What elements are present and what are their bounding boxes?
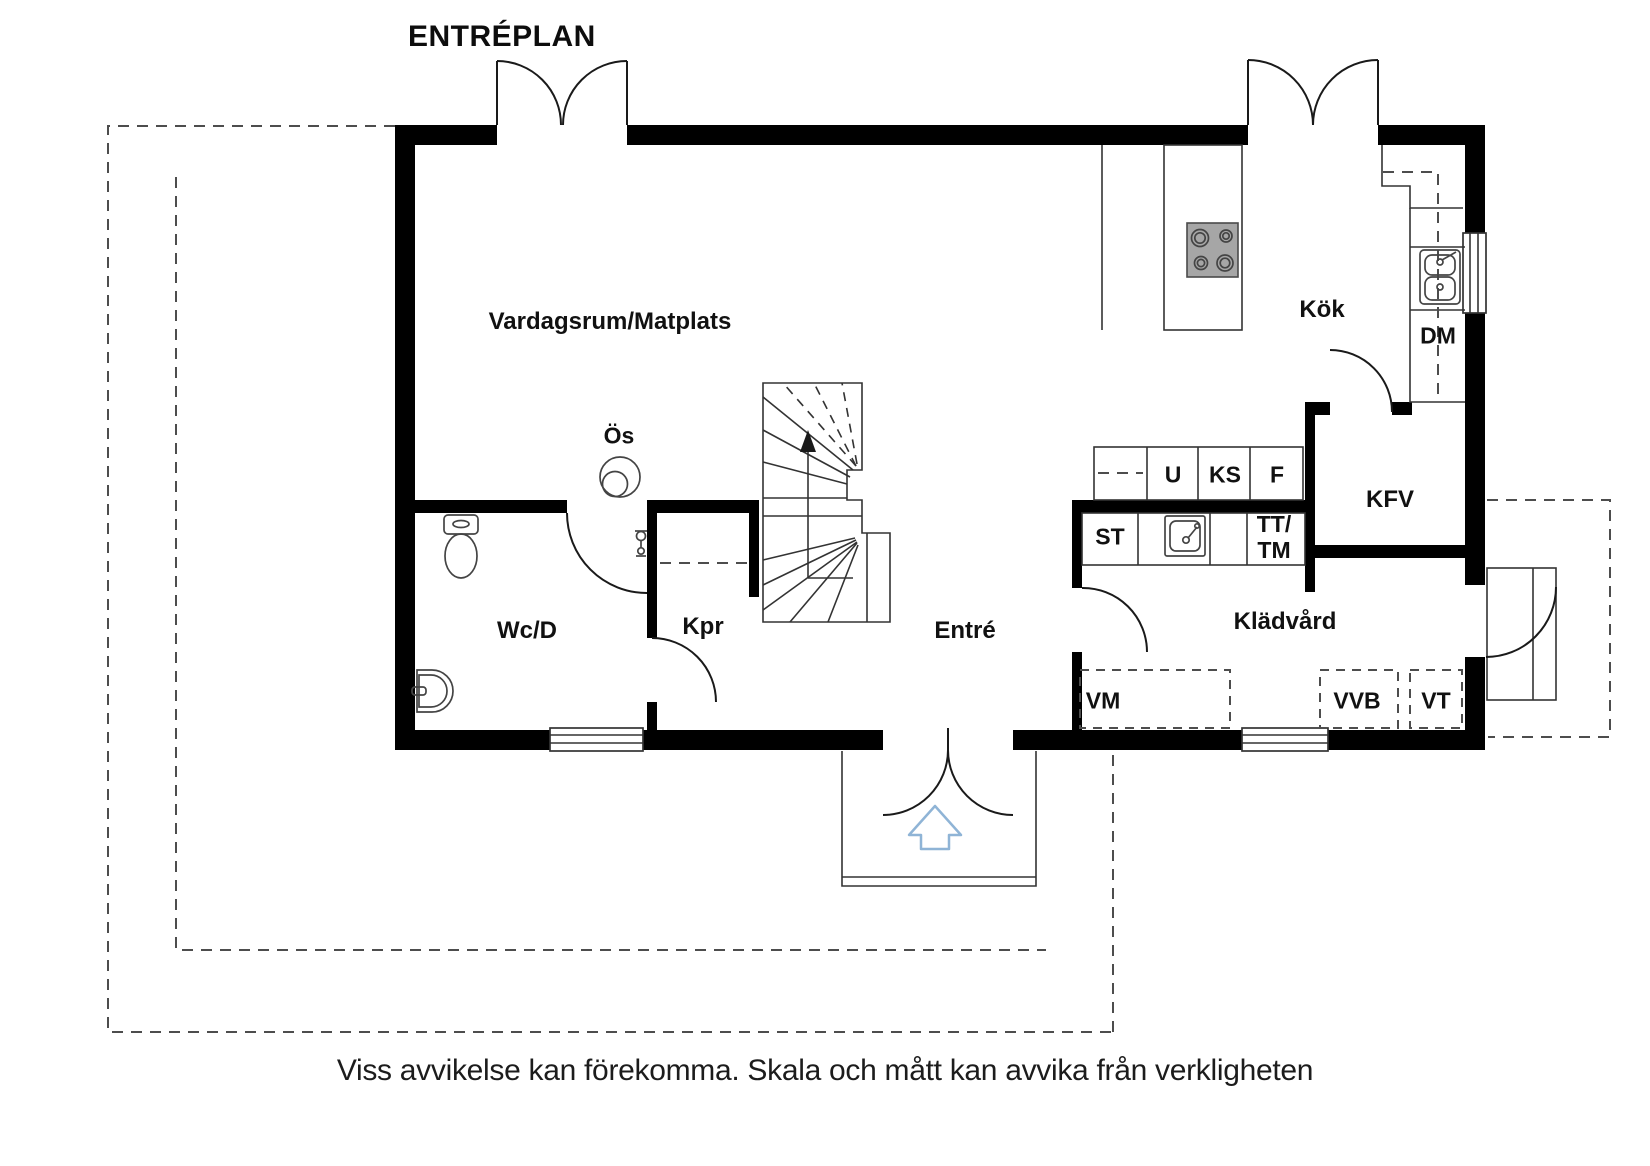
room-label-wc: Wc/D <box>497 617 557 644</box>
kitchen-counter <box>1381 145 1465 403</box>
label-vm: VM <box>1085 687 1121 714</box>
label-tt-line1: TT/ <box>1256 511 1292 537</box>
window <box>549 727 644 752</box>
label-u: U <box>1164 461 1182 488</box>
exterior-walls <box>395 125 1485 750</box>
label-dm: DM <box>1420 322 1456 349</box>
room-label-kitchen: Kök <box>1299 296 1345 323</box>
label-vvb: VVB <box>1333 687 1381 714</box>
appliance-box-vt <box>1409 669 1463 729</box>
label-vt: VT <box>1421 687 1451 714</box>
laundry-sink-icon <box>1164 515 1206 557</box>
window <box>1241 727 1329 752</box>
entry-arrow-icon <box>907 804 963 851</box>
side-exit-door-arc <box>1485 586 1557 658</box>
label-f: F <box>1269 461 1285 488</box>
cabinet-row-ukf <box>1093 446 1304 501</box>
page-title: ENTRÉPLAN <box>408 20 596 53</box>
toilet-icon <box>443 514 479 579</box>
kitchen-sink-icon <box>1419 249 1461 305</box>
kfv-door-arc <box>1329 349 1393 413</box>
label-tt-line2: TM <box>1257 537 1291 563</box>
staircase <box>660 382 891 623</box>
cabinet-row-st <box>1081 512 1306 566</box>
room-label-kfv: KFV <box>1366 486 1414 513</box>
kitchen-island <box>1101 144 1243 331</box>
kpr-door-arc <box>651 637 717 703</box>
main-entrance-double-door <box>882 728 1014 816</box>
room-label-laundry: Klädvård <box>1233 608 1337 635</box>
interior-walls <box>415 402 1465 730</box>
stairs-direction-arrow <box>800 430 853 579</box>
label-st: ST <box>1095 523 1125 550</box>
appliance-box-vvb <box>1319 669 1399 729</box>
stove-icon <box>1186 222 1239 278</box>
label-ks: KS <box>1209 461 1241 488</box>
exterior-double-door-top-right <box>1247 59 1379 126</box>
entrance-porch <box>841 751 1037 887</box>
label-tt-tm: TT/ TM <box>1257 511 1292 563</box>
side-door-landing <box>1486 567 1557 701</box>
roof-outline-dashed <box>107 125 1611 1033</box>
exterior-double-door-top-left <box>496 60 628 126</box>
laundry-door-arc <box>1081 586 1148 653</box>
label-os: Ös <box>603 422 635 449</box>
fireplace-icon <box>599 456 641 498</box>
room-label-entrance: Entré <box>934 617 996 644</box>
window <box>1462 232 1487 314</box>
basin-icon <box>411 669 454 713</box>
room-label-kpr: Kpr <box>682 613 724 640</box>
appliance-box-vm <box>1079 669 1231 729</box>
shower-mixer-icon <box>635 530 647 557</box>
wc-door-arc <box>566 512 648 594</box>
disclaimer-text: Viss avvikelse kan förekomma. Skala och … <box>336 1054 1314 1087</box>
room-label-living: Vardagsrum/Matplats <box>488 308 732 335</box>
